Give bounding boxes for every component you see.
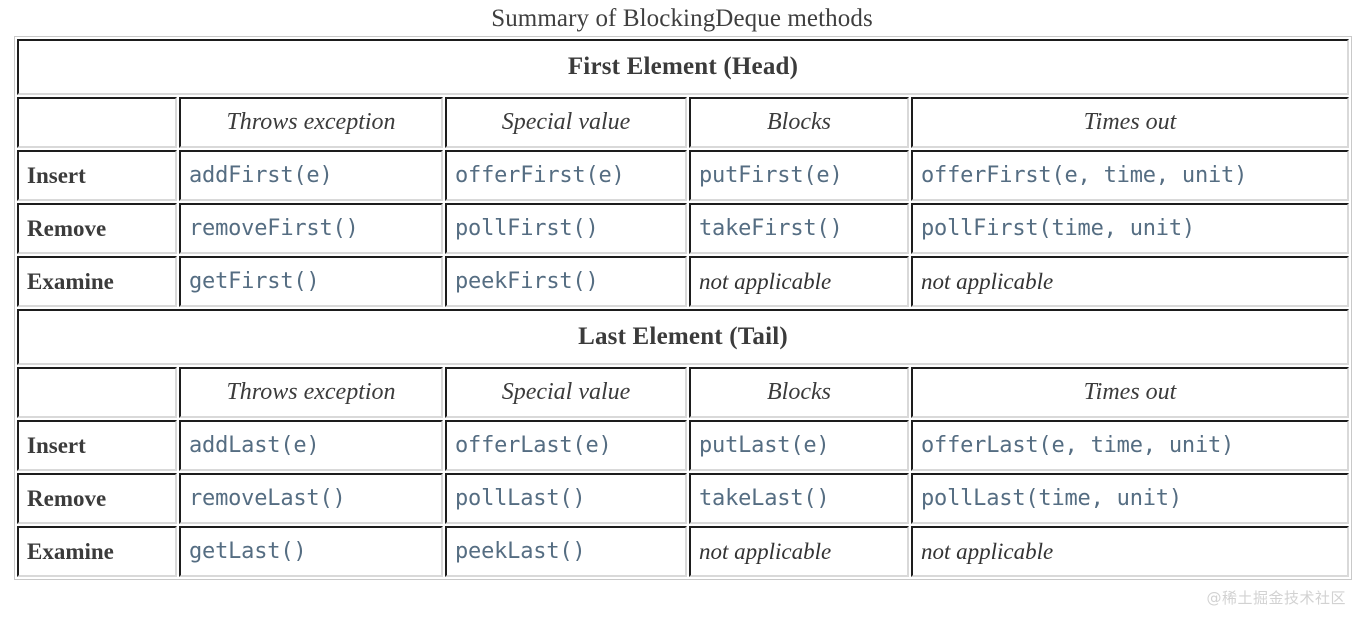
not-applicable-cell: not applicable <box>689 256 909 307</box>
section-heading: Last Element (Tail) <box>17 309 1349 365</box>
row-header: Insert <box>17 150 177 201</box>
row-header: Insert <box>17 420 177 471</box>
method-cell: removeFirst() <box>179 203 443 254</box>
method-cell: removeLast() <box>179 473 443 524</box>
not-applicable-cell: not applicable <box>911 526 1349 577</box>
page-title: Summary of BlockingDeque methods <box>491 5 873 32</box>
method-cell: takeLast() <box>689 473 909 524</box>
method-cell: offerLast(e) <box>445 420 687 471</box>
section-heading-row: First Element (Head) <box>17 39 1349 95</box>
method-cell: pollFirst() <box>445 203 687 254</box>
method-cell: putLast(e) <box>689 420 909 471</box>
method-cell: offerFirst(e) <box>445 150 687 201</box>
section-heading-row: Last Element (Tail) <box>17 309 1349 365</box>
method-cell: getLast() <box>179 526 443 577</box>
column-header: Throws exception <box>179 367 443 418</box>
column-header: Blocks <box>689 97 909 148</box>
section-heading: First Element (Head) <box>17 39 1349 95</box>
column-header: Special value <box>445 367 687 418</box>
not-applicable-cell: not applicable <box>689 526 909 577</box>
method-cell: offerLast(e, time, unit) <box>911 420 1349 471</box>
column-header: Times out <box>911 97 1349 148</box>
method-cell: getFirst() <box>179 256 443 307</box>
row-header: Examine <box>17 256 177 307</box>
column-header-corner <box>17 97 177 148</box>
method-cell: pollFirst(time, unit) <box>911 203 1349 254</box>
method-cell: addLast(e) <box>179 420 443 471</box>
method-cell: takeFirst() <box>689 203 909 254</box>
column-header: Special value <box>445 97 687 148</box>
method-cell: addFirst(e) <box>179 150 443 201</box>
method-cell: pollLast() <box>445 473 687 524</box>
column-header-corner <box>17 367 177 418</box>
row-header: Remove <box>17 203 177 254</box>
method-cell: putFirst(e) <box>689 150 909 201</box>
row-header: Examine <box>17 526 177 577</box>
method-cell: offerFirst(e, time, unit) <box>911 150 1349 201</box>
watermark: @稀土掘金技术社区 <box>1206 589 1346 607</box>
not-applicable-cell: not applicable <box>911 256 1349 307</box>
row-header: Remove <box>17 473 177 524</box>
method-cell: pollLast(time, unit) <box>911 473 1349 524</box>
column-header: Blocks <box>689 367 909 418</box>
column-header: Throws exception <box>179 97 443 148</box>
column-header: Times out <box>911 367 1349 418</box>
method-cell: peekFirst() <box>445 256 687 307</box>
method-cell: peekLast() <box>445 526 687 577</box>
